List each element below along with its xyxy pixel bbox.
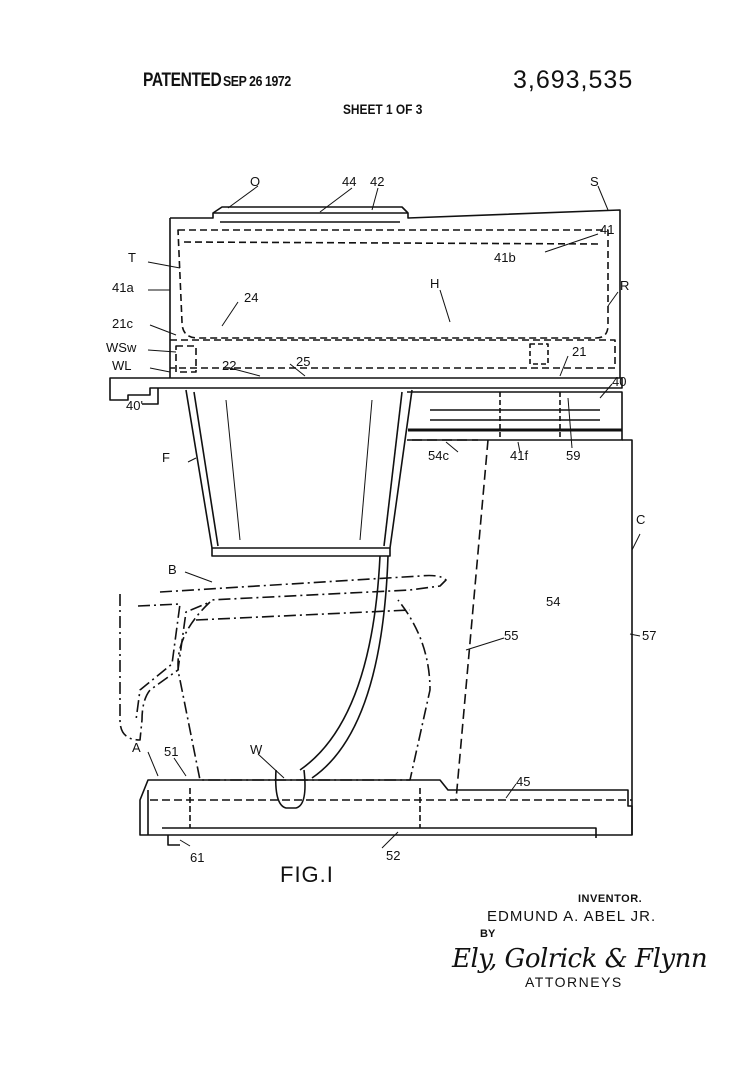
label-A: A xyxy=(132,740,141,755)
figure-caption: FIG.I xyxy=(280,862,334,887)
label-R: R xyxy=(620,278,629,293)
inventor-label: INVENTOR. xyxy=(578,893,643,905)
label-40-prime: 40' xyxy=(126,398,143,413)
label-T: T xyxy=(128,250,136,265)
label-45: 45 xyxy=(516,774,530,789)
label-24: 24 xyxy=(244,290,258,305)
label-40: 40 xyxy=(612,374,626,389)
label-42: 42 xyxy=(370,174,384,189)
label-H: H xyxy=(430,276,439,291)
label-41: 41 xyxy=(600,222,614,237)
label-41b: 41b xyxy=(494,250,516,265)
patent-number: 3,693,535 xyxy=(513,66,634,94)
patent-date: SEP 26 1972 xyxy=(223,73,291,90)
label-WL: WL xyxy=(112,358,132,373)
by-label: BY xyxy=(480,928,496,940)
sheet-number: SHEET 1 OF 3 xyxy=(343,101,423,117)
label-22: 22 xyxy=(222,358,236,373)
label-B: B xyxy=(168,562,177,577)
attorney-signature: Ely, Golrick & Flynn xyxy=(452,944,708,974)
label-21: 21 xyxy=(572,344,586,359)
label-59: 59 xyxy=(566,448,580,463)
label-54c: 54c xyxy=(428,448,449,463)
patented-label: PATENTED xyxy=(143,70,222,91)
label-F: F xyxy=(162,450,170,465)
label-S: S xyxy=(590,174,599,189)
label-55: 55 xyxy=(504,628,518,643)
label-O: O xyxy=(250,174,260,189)
label-57: 57 xyxy=(642,628,656,643)
label-41a: 41a xyxy=(112,280,134,295)
label-WSw: WSw xyxy=(106,340,137,355)
label-54: 54 xyxy=(546,594,560,609)
label-51: 51 xyxy=(164,744,178,759)
label-61: 61 xyxy=(190,850,204,865)
label-W: W xyxy=(250,742,263,757)
label-21c: 21c xyxy=(112,316,133,331)
label-25: 25 xyxy=(296,354,310,369)
label-C: C xyxy=(636,512,645,527)
label-44: 44 xyxy=(342,174,356,189)
label-41f: 41f xyxy=(510,448,528,463)
inventor-name: EDMUND A. ABEL JR. xyxy=(487,908,657,925)
attorneys-label: ATTORNEYS xyxy=(525,974,623,990)
label-52: 52 xyxy=(386,848,400,863)
